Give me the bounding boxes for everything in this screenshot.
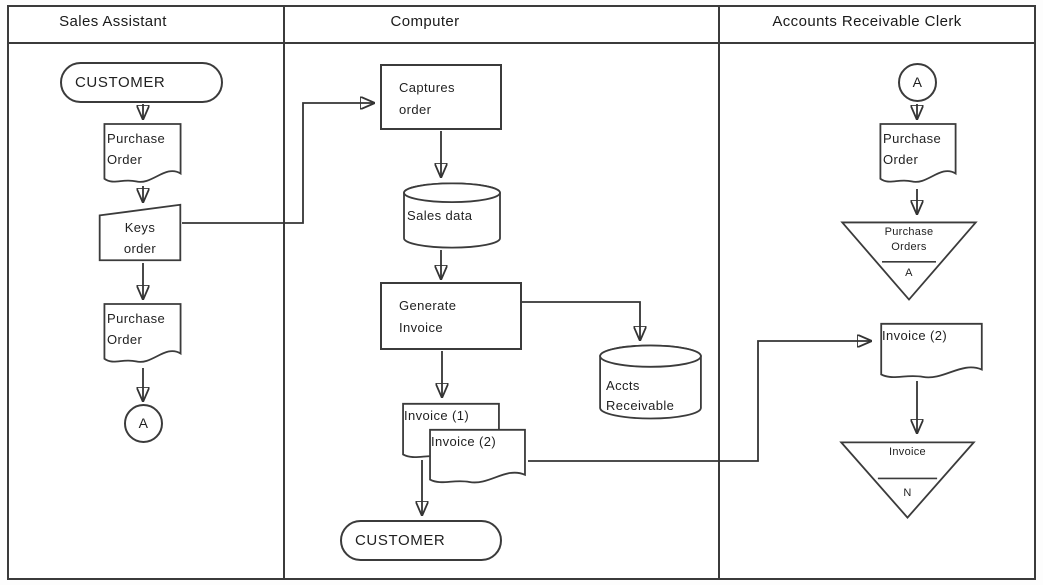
file-sort-key: N <box>903 487 912 499</box>
offline-file-shape <box>837 440 978 520</box>
process-label: Generate Invoice <box>399 298 457 335</box>
off-page-connector-a-out: A <box>124 404 163 443</box>
lane-divider-1 <box>283 5 285 580</box>
offline-file-shape <box>838 220 980 302</box>
offline-file-purchase-orders: Purchase Orders A <box>838 220 980 302</box>
process-generate-invoice: Generate Invoice <box>380 282 522 350</box>
manual-input-label: Keys order <box>123 220 157 256</box>
manual-input-keys-order: Keys order <box>98 203 182 262</box>
off-page-connector-a-in: A <box>898 63 937 102</box>
file-sort-key: A <box>905 267 913 279</box>
offline-file-label: Invoice <box>889 446 926 458</box>
document-purchase-order-2: Purchase Order <box>102 302 183 368</box>
arrow-keys-order-to-captures-order <box>182 103 373 224</box>
document-label: Invoice (2) <box>882 328 948 343</box>
terminator-label: CUSTOMER <box>75 74 166 91</box>
datastore-label: Sales data <box>407 208 473 223</box>
document-label: Purchase Order <box>883 131 942 167</box>
lane-header-divider <box>7 42 1036 44</box>
offline-file-label: Purchase Orders <box>884 226 934 253</box>
arrow-invoice2-to-ar-clerk <box>528 341 870 462</box>
manual-input-shape <box>98 203 182 262</box>
datastore-accts-receivable: Accts Receivable <box>598 344 703 420</box>
lane-divider-2 <box>718 5 720 580</box>
cylinder-shape <box>402 182 502 249</box>
datastore-sales-data: Sales data <box>402 182 502 249</box>
document-invoice-2-received: Invoice (2) <box>878 322 985 383</box>
lane-header-sales-assistant: Sales Assistant <box>59 13 167 30</box>
terminator-customer-dest: CUSTOMER <box>340 520 502 561</box>
lane-header-accounts-receivable-clerk: Accounts Receivable Clerk <box>772 13 962 30</box>
document-invoice-2: Invoice (2) <box>427 428 528 488</box>
terminator-customer-source: CUSTOMER <box>60 62 223 103</box>
document-purchase-order-3: Purchase Order <box>878 122 958 188</box>
arrow-generate-invoice-to-accts-receivable <box>522 301 640 339</box>
document-label: Purchase Order <box>107 311 166 347</box>
datastore-label: Accts Receivable <box>606 378 675 412</box>
document-label: Invoice (1) <box>404 408 470 423</box>
cylinder-shape <box>598 344 703 420</box>
document-shape <box>102 122 183 188</box>
lane-header-computer: Computer <box>390 13 460 30</box>
document-label: Invoice (2) <box>431 434 497 449</box>
connector-letter: A <box>138 415 149 431</box>
document-shape <box>102 302 183 368</box>
document-shape <box>878 322 985 383</box>
process-captures-order: Captures order <box>380 64 502 130</box>
process-label: Captures order <box>399 80 455 117</box>
terminator-label: CUSTOMER <box>355 532 446 549</box>
document-shape <box>427 428 528 488</box>
offline-file-invoice: Invoice N <box>837 440 978 520</box>
document-shape <box>878 122 958 188</box>
document-label: Purchase Order <box>107 131 166 167</box>
connector-letter: A <box>912 74 923 90</box>
document-purchase-order-1: Purchase Order <box>102 122 183 188</box>
